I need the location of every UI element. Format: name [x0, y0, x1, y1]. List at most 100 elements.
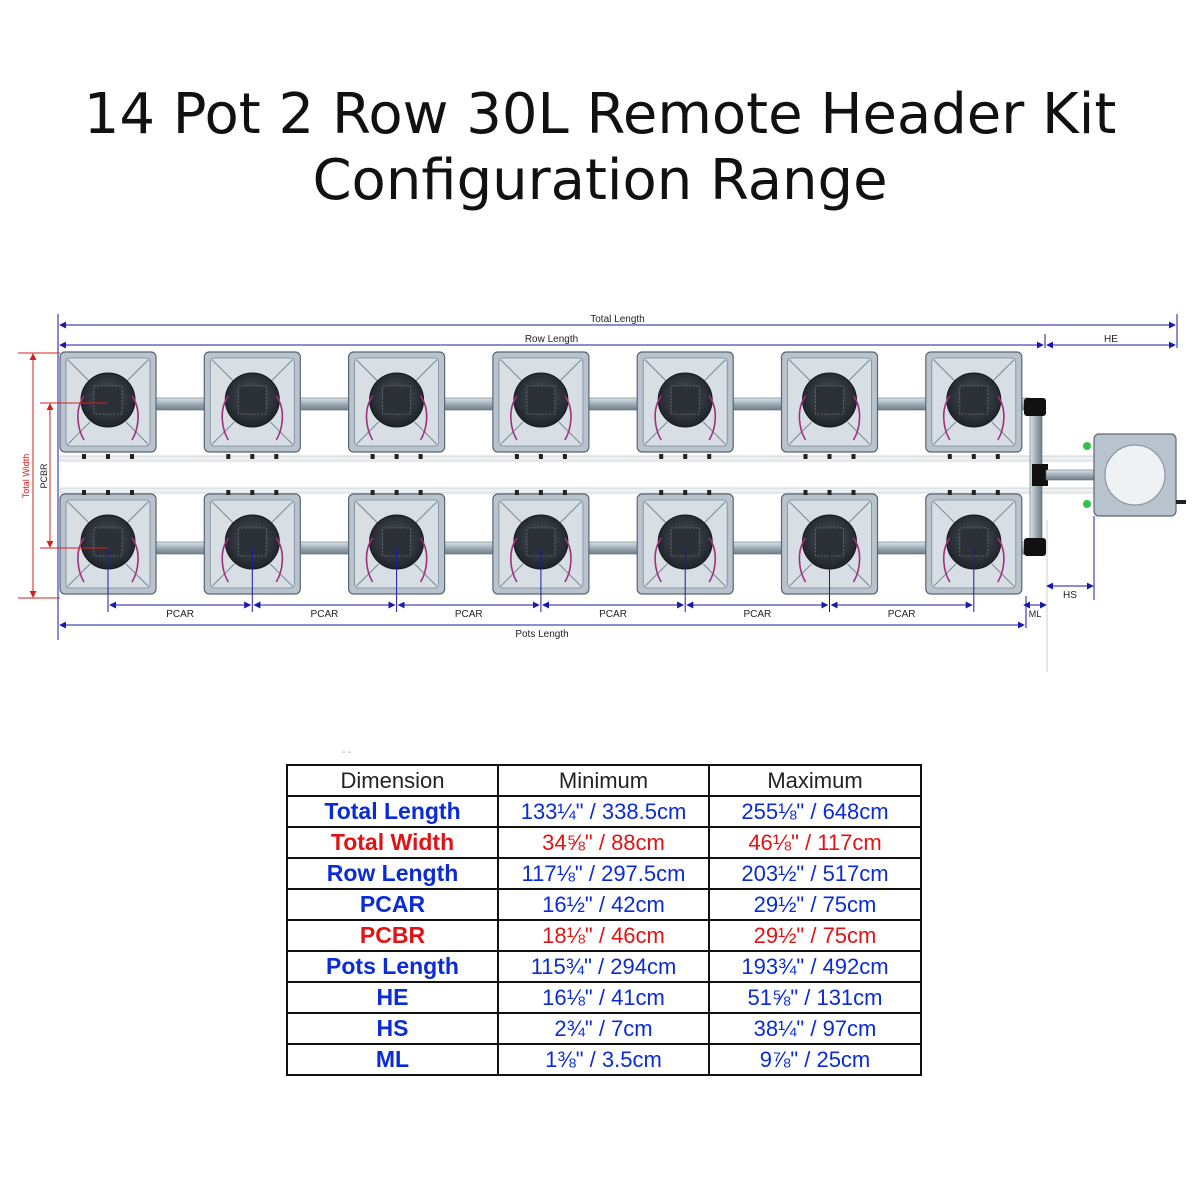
pot-ridges	[644, 501, 726, 587]
tube-connector	[562, 490, 567, 495]
minimum-cell: 16⅛" / 41cm	[497, 981, 710, 1014]
drip-tube	[943, 537, 951, 583]
dimension-cell: HE	[286, 981, 499, 1014]
drip-tube	[77, 537, 85, 583]
pot-ridges	[500, 501, 582, 587]
pot-ridges	[211, 501, 293, 587]
maximum-cell: 29½" / 75cm	[708, 888, 922, 921]
drip-tube	[419, 537, 428, 583]
total-width-dim-label: Total Width	[21, 454, 31, 499]
ml-dim-label: ML	[1029, 609, 1042, 619]
drip-tube	[221, 395, 229, 441]
tube-connector	[971, 454, 976, 459]
title-line-2: Configuration Range	[312, 148, 888, 213]
tube-connector	[995, 490, 1000, 495]
drip-tube	[654, 395, 662, 441]
valve-indicator	[1083, 442, 1091, 450]
pot-ridges	[933, 359, 1015, 445]
hs-dim-label: HS	[1063, 590, 1077, 601]
pot	[925, 490, 1023, 595]
dimension-cell: Pots Length	[286, 950, 499, 983]
minimum-cell: 115¾" / 294cm	[497, 950, 710, 983]
stray-mark: - -	[342, 747, 352, 758]
drip-tube	[419, 395, 428, 441]
pot	[348, 490, 446, 595]
dimension-cell: Total Width	[286, 826, 499, 859]
pot	[636, 351, 734, 459]
dimension-cell: Row Length	[286, 857, 499, 890]
pcar-dim-label: PCAR	[311, 609, 339, 620]
tube-connector	[947, 454, 952, 459]
tube-connector	[82, 490, 86, 495]
header-lid	[1104, 444, 1166, 506]
drip-tube	[654, 537, 662, 583]
drip-tube	[77, 395, 85, 441]
valve-indicator	[1083, 500, 1091, 508]
header-minimum: Minimum	[497, 764, 710, 797]
dimension-cell: ML	[286, 1043, 499, 1076]
tube-connector	[803, 490, 808, 495]
drip-tube	[852, 395, 861, 441]
minimum-cell: 1⅜" / 3.5cm	[497, 1043, 710, 1076]
pots-layer	[59, 351, 1186, 595]
drip-tube	[131, 537, 139, 583]
page-title: 14 Pot 2 Row 30L Remote Header Kit Confi…	[0, 82, 1200, 214]
pot	[492, 490, 590, 595]
pot-ridges	[356, 359, 437, 445]
drip-tube	[275, 537, 284, 583]
pot	[203, 351, 301, 459]
drip-tube	[564, 395, 572, 441]
total-length-dim-label: Total Length	[590, 314, 645, 325]
pot	[925, 351, 1023, 459]
pot	[59, 351, 157, 459]
drip-tube	[708, 395, 716, 441]
pot-mesh	[959, 385, 989, 415]
tube-connector	[394, 490, 399, 495]
maximum-cell: 51⅝" / 131cm	[708, 981, 922, 1014]
drip-tube	[708, 537, 716, 583]
row-length-dim-label: Row Length	[525, 334, 578, 345]
header-maximum: Maximum	[708, 764, 922, 797]
maximum-cell: 203½" / 517cm	[708, 857, 922, 890]
pcar-dim-label: PCAR	[166, 609, 194, 620]
feed-tube	[59, 487, 1101, 494]
pot-mesh	[382, 527, 412, 557]
tube-connector	[995, 454, 1000, 459]
tube-connector	[683, 454, 688, 459]
tee-fitting	[1032, 464, 1048, 486]
tube-connector	[538, 454, 543, 459]
tube-connector	[418, 454, 423, 459]
dimension-cell: PCBR	[286, 919, 499, 952]
tube-connector	[370, 490, 375, 495]
tube-connector	[514, 490, 519, 495]
tube-connector	[106, 490, 110, 495]
tube-connector	[851, 490, 856, 495]
pot-mesh	[237, 527, 267, 557]
outlet-stub	[1176, 500, 1186, 504]
minimum-cell: 2¾" / 7cm	[497, 1012, 710, 1045]
tube-connector	[250, 490, 255, 495]
pot-mesh	[815, 385, 844, 415]
header-pipe	[1045, 469, 1099, 481]
pcar-dim-label: PCAR	[599, 609, 627, 620]
pot-mesh	[93, 385, 123, 415]
maximum-cell: 9⅞" / 25cm	[708, 1043, 922, 1076]
title-line-1: 14 Pot 2 Row 30L Remote Header Kit	[83, 82, 1117, 147]
tube-connector	[659, 454, 664, 459]
tube-connector	[418, 490, 423, 495]
tube-connector	[130, 454, 134, 459]
drip-tube	[365, 537, 374, 583]
pot	[203, 490, 301, 595]
drip-tube	[997, 395, 1005, 441]
pcar-dim-label: PCAR	[888, 609, 916, 620]
elbow-fitting	[1024, 538, 1046, 556]
drip-tube	[365, 395, 374, 441]
tube-connector	[538, 490, 543, 495]
pot-ridges	[67, 359, 149, 445]
